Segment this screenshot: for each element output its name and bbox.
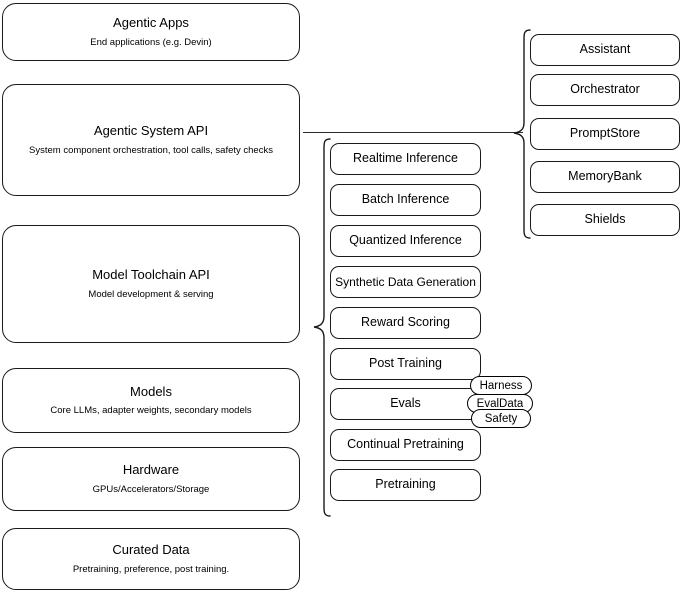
layer-subtitle: System component orchestration, tool cal… [29,144,273,156]
component-label: MemoryBank [568,169,642,184]
capability-continual-pretraining[interactable]: Continual Pretraining [330,429,481,461]
layer-models[interactable]: Models Core LLMs, adapter weights, secon… [2,368,300,433]
component-promptstore[interactable]: PromptStore [530,118,680,150]
connector-line-system-api [303,132,523,133]
layer-subtitle: Core LLMs, adapter weights, secondary mo… [50,405,252,417]
capability-post-training[interactable]: Post Training [330,348,481,380]
capability-quantized-inference[interactable]: Quantized Inference [330,225,481,257]
capability-label: Batch Inference [361,192,450,207]
capability-realtime-inference[interactable]: Realtime Inference [330,143,481,175]
system-components-bracket [513,29,531,239]
layer-subtitle: Pretraining, preference, post training. [72,563,230,575]
layer-subtitle: GPUs/Accelerators/Storage [92,483,210,495]
component-label: Shields [584,212,626,227]
layer-subtitle: End applications (e.g. Devin) [90,36,212,48]
layer-title: Agentic Apps [113,15,189,31]
capability-evals[interactable]: Evals [330,388,481,420]
capability-pretraining[interactable]: Pretraining [330,469,481,501]
capability-label: Post Training [369,356,442,371]
component-label: PromptStore [569,126,641,141]
capability-label: Reward Scoring [361,315,450,330]
capability-label: Evals [390,396,421,411]
layer-agentic-apps[interactable]: Agentic Apps End applications (e.g. Devi… [2,3,300,61]
badge-harness[interactable]: Harness [470,376,532,395]
component-shields[interactable]: Shields [530,204,680,236]
layer-title: Curated Data [112,542,190,558]
badge-label: Harness [479,379,523,392]
badge-label: EvalData [476,397,524,410]
layer-hardware[interactable]: Hardware GPUs/Accelerators/Storage [2,447,300,511]
capability-batch-inference[interactable]: Batch Inference [330,184,481,216]
capability-label: Continual Pretraining [347,437,464,452]
capability-label: Realtime Inference [353,151,458,166]
layer-title: Agentic System API [93,123,209,139]
component-assistant[interactable]: Assistant [530,34,680,66]
layer-title: Model Toolchain API [92,267,210,283]
component-memorybank[interactable]: MemoryBank [530,161,680,193]
capability-label: Synthetic Data Generation [335,274,476,289]
layer-title: Models [130,383,172,399]
layer-curated-data[interactable]: Curated Data Pretraining, preference, po… [2,528,300,590]
component-label: Orchestrator [570,82,640,97]
capability-synthetic-data-generation[interactable]: Synthetic Data Generation [330,266,481,298]
component-label: Assistant [579,42,631,57]
badge-safety[interactable]: Safety [471,409,531,428]
capability-label: Pretraining [375,477,436,492]
badge-label: Safety [484,412,518,425]
layer-agentic-system-api[interactable]: Agentic System API System component orch… [2,84,300,196]
layer-model-toolchain-api[interactable]: Model Toolchain API Model development & … [2,225,300,343]
layer-subtitle: Model development & serving [88,288,214,300]
capability-reward-scoring[interactable]: Reward Scoring [330,307,481,339]
component-orchestrator[interactable]: Orchestrator [530,74,680,106]
toolchain-bracket [313,138,331,517]
layer-title: Hardware [122,462,180,478]
capability-label: Quantized Inference [349,233,462,248]
